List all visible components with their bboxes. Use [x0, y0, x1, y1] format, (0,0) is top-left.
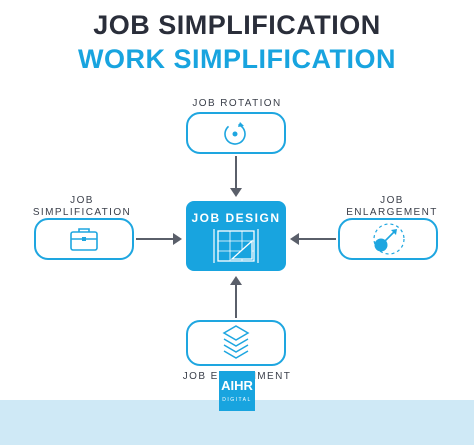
job-rotation-label: JOB ROTATION — [192, 98, 282, 109]
job-simplification-label-line2: SIMPLIFICATION — [32, 207, 132, 218]
job-enlargement-label-line2: ENLARGEMENT — [346, 207, 438, 218]
job-design-label: JOB DESIGN — [191, 211, 281, 225]
title-secondary: WORK SIMPLIFICATION — [78, 44, 396, 74]
title-primary: JOB SIMPLIFICATION — [93, 10, 381, 40]
logo-sub-text: DIGITAL — [222, 397, 252, 403]
job-enlargement-box — [338, 218, 438, 260]
logo-main-text: AIHR — [221, 378, 253, 393]
arrow-simplification-to-design — [136, 233, 182, 245]
job-enlargement-label-line1: JOB — [380, 195, 404, 206]
arrow-rotation-to-design — [230, 156, 242, 197]
job-enrichment-box — [186, 320, 286, 366]
arrow-enrichment-to-design — [230, 276, 242, 318]
briefcase-icon — [70, 228, 98, 251]
layers-icon — [222, 325, 250, 359]
expand-circle-icon — [373, 223, 405, 255]
blueprint-icon — [213, 229, 259, 263]
job-rotation-box — [186, 112, 286, 154]
job-design-box: JOB DESIGN — [186, 201, 286, 271]
job-simplification-box — [34, 218, 134, 260]
arrow-enlargement-to-design — [290, 233, 336, 245]
rotation-icon — [224, 122, 246, 145]
aihr-logo: AIHR DIGITAL — [219, 371, 255, 411]
job-simplification-label-line1: JOB — [70, 195, 94, 206]
